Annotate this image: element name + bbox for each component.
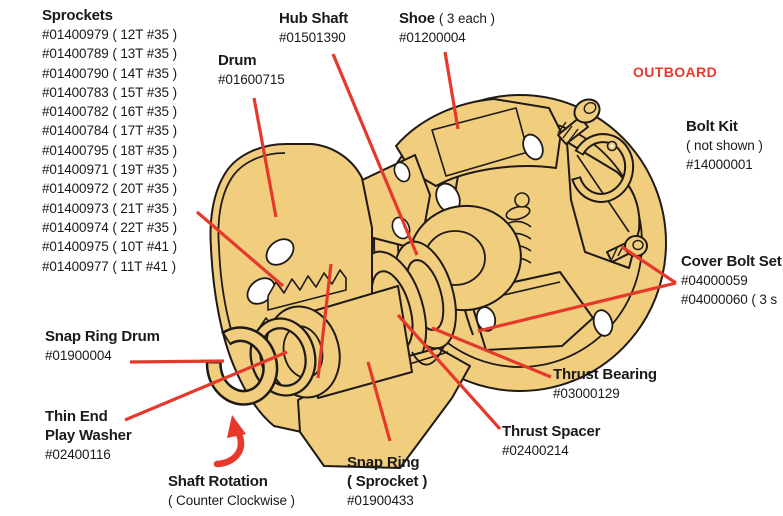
sprocket-part-item: #01400790 ( 14T #35 ) [42, 65, 178, 81]
sprocket-part-item: #01400972 ( 20T #35 ) [42, 181, 178, 197]
sprockets-label-title: Sprockets [42, 7, 113, 24]
thrust-bearing-label: Thrust Bearing #03000129 [553, 366, 657, 401]
thin-end-play-washer-leader-line [124, 350, 288, 422]
snap-ring-sprocket-label: Snap Ring ( Sprocket ) #01900433 [347, 454, 428, 508]
cover-bolt-set-leader-line-a [621, 245, 677, 285]
thrust-spacer-leader-line [396, 313, 502, 431]
shaft-rotation-label: Shaft Rotation ( Counter Clockwise ) [168, 473, 295, 508]
snap-ring-sprocket-leader-line [366, 361, 392, 442]
thin-end-play-washer-label: Thin End Play Washer #02400116 [45, 408, 132, 462]
sprockets-leader-line [195, 210, 285, 288]
shaft-barrel [265, 285, 413, 399]
sprocket-part-item: #01400973 ( 21T #35 ) [42, 200, 178, 216]
sprocket-part-item: #01400974 ( 22T #35 ) [42, 219, 178, 235]
outboard-label: OUTBOARD [633, 64, 718, 80]
sprocket-part-item: #01400979 ( 12T #35 ) [42, 27, 178, 42]
cover-snap-ring [569, 133, 635, 203]
thrust-spacer-label: Thrust Spacer #02400214 [502, 423, 601, 458]
sprockets-label: Sprockets #01400979 ( 12T #35 ) #0140078… [42, 6, 177, 276]
sprocket-part-item: #01400795 ( 18T #35 ) [42, 142, 178, 158]
drum-label: Drum #01600715 [218, 52, 285, 87]
sprocket-part-item: #01400975 ( 10T #41 ) [42, 239, 178, 255]
rotation-arrow [213, 415, 246, 468]
snap-ring-drum-leader-line [129, 359, 225, 364]
hub-shaft-leader-line [331, 53, 419, 256]
sprocket-part-item: #01400971 ( 19T #35 ) [42, 162, 178, 178]
sprocket-part-item: #01400784 ( 17T #35 ) [42, 123, 178, 139]
sprocket-part-item: #01400782 ( 16T #35 ) [42, 104, 178, 120]
cover-holes [435, 133, 614, 337]
snap-ring-drum-label: Snap Ring Drum #01900004 [45, 328, 160, 363]
drum-leader-line [252, 97, 278, 218]
sprockets-part-list: #01400979 ( 12T #35 ) #01400789 ( 13T #3… [42, 25, 177, 276]
cover-bolt-set-leader-line-b [477, 281, 677, 333]
cover-bolt-set-label: Cover Bolt Set #04000059 #04000060 ( 3 s [681, 253, 782, 307]
sprocket-part-item: #01400783 ( 15T #35 ) [42, 84, 178, 100]
snap-ring-sprocket-leader-line-2 [316, 263, 333, 379]
shoe-label: Shoe ( 3 each ) #01200004 [399, 10, 495, 45]
shoe-leader-line [443, 51, 460, 130]
hub-shaft-label: Hub Shaft #01501390 [279, 10, 349, 45]
bolt-kit-label: Bolt Kit ( not shown ) #14000001 [686, 118, 763, 172]
thrust-bearing-leader-line [431, 326, 552, 379]
sprocket-part-item: #01400977 ( 11T #41 ) [42, 258, 177, 274]
sprocket-part-item: #01400789 ( 13T #35 ) [42, 46, 178, 62]
cover-bolt-top [557, 98, 601, 145]
